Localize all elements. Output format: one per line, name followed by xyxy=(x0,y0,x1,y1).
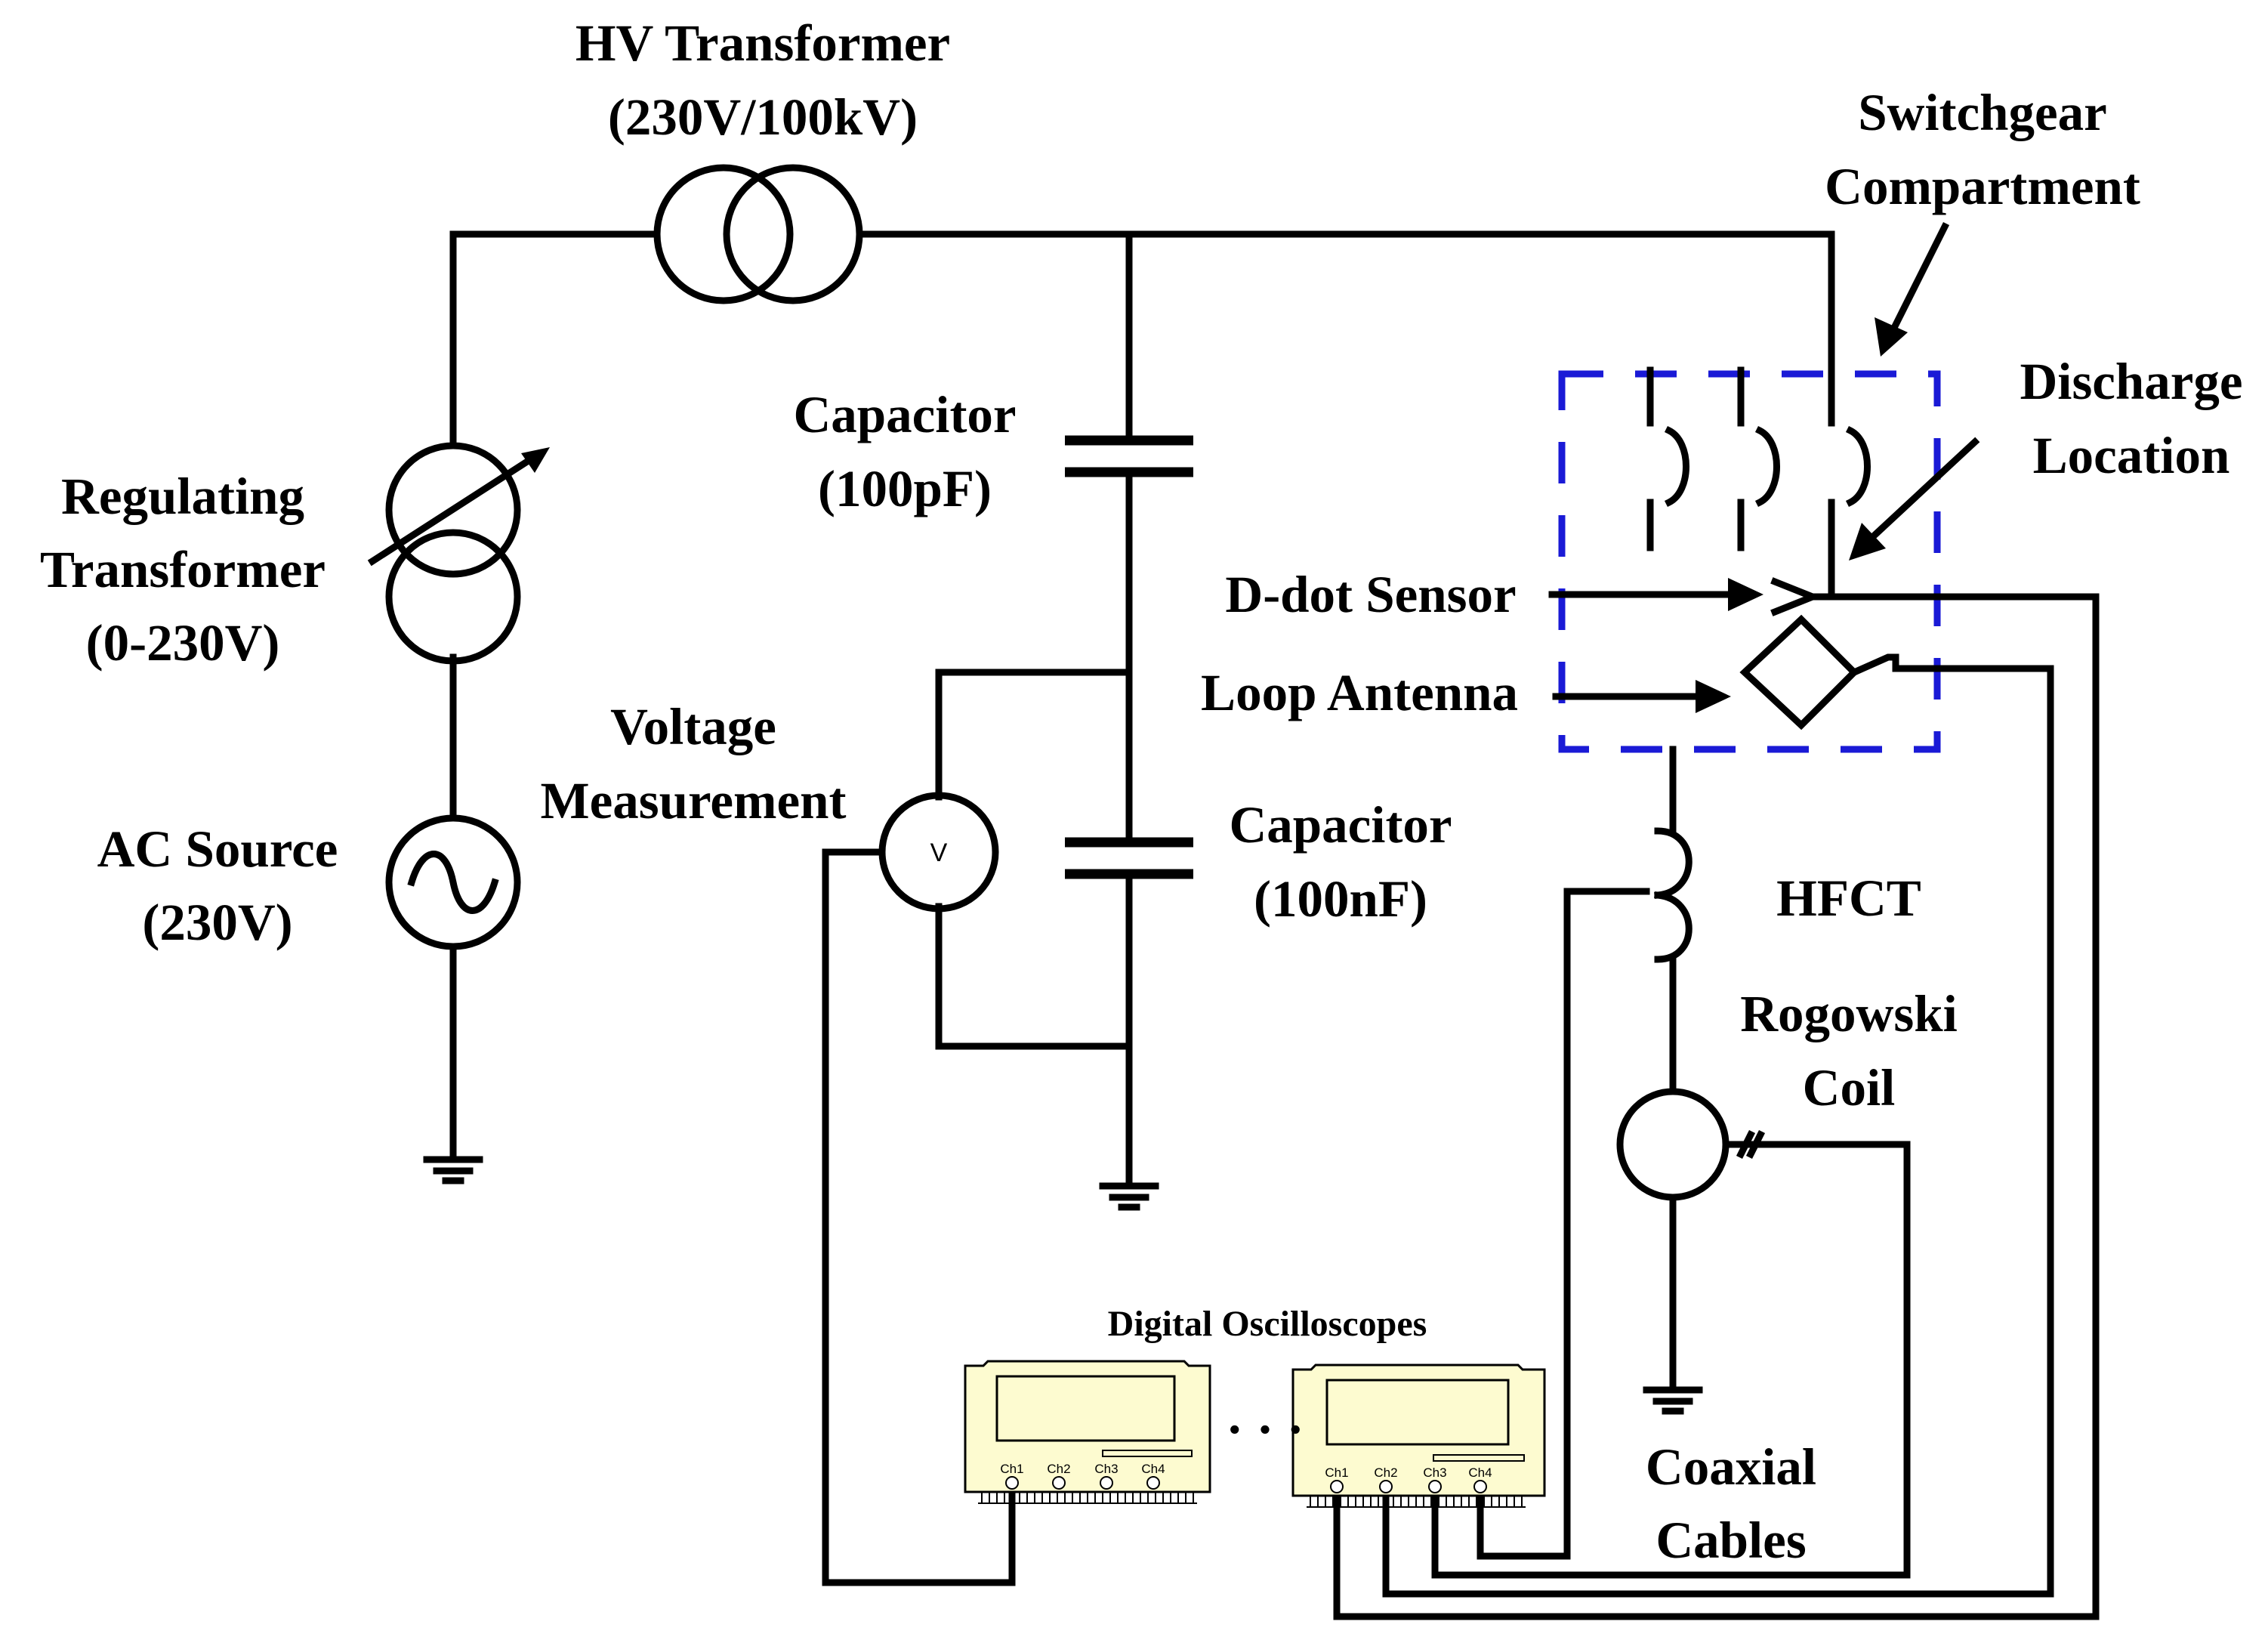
busbar-contacts xyxy=(1646,366,1871,601)
oscilloscope-2: Ch1 Ch2 Ch3 Ch4 xyxy=(1291,1364,1546,1508)
capacitor-100nf-value: (100nF) xyxy=(1254,870,1427,928)
voltmeter-symbol: V xyxy=(878,792,999,913)
osc1-ch4-label: Ch4 xyxy=(1141,1462,1165,1476)
compartment-border xyxy=(1558,370,1941,753)
d-dot-sensor-label: D-dot Sensor xyxy=(1225,566,1516,623)
digital-oscilloscopes-label: Digital Oscilloscopes xyxy=(1108,1304,1427,1344)
osc2-ch3-port[interactable] xyxy=(1428,1480,1442,1493)
hv-transformer-title: HV Transformer xyxy=(575,14,950,72)
oscilloscope-ellipsis: · · · xyxy=(1226,1401,1304,1458)
osc1-ch3-port[interactable] xyxy=(1100,1476,1113,1490)
ground-symbol-source xyxy=(423,1156,483,1184)
ac-source-rating: (230V) xyxy=(142,894,292,951)
loop-antenna-symbol xyxy=(1739,614,1899,730)
ac-source-symbol xyxy=(385,814,521,950)
osc1-ch4-port[interactable] xyxy=(1146,1476,1160,1490)
hv-transformer-rating: (230V/100kV) xyxy=(608,88,918,146)
oscilloscope-1: Ch1 Ch2 Ch3 Ch4 xyxy=(964,1360,1211,1504)
loop-antenna-label: Loop Antenna xyxy=(1201,664,1518,721)
hv-transformer-symbol xyxy=(653,164,863,304)
coaxial-cables-title-2: Cables xyxy=(1655,1512,1806,1569)
text-labels: HV Transformer (230V/100kV) Regulating T… xyxy=(40,14,2243,1569)
d-dot-sensor-symbol xyxy=(1770,577,1822,616)
voltage-measurement-title-2: Measurement xyxy=(541,772,847,829)
coaxial-cables-title: Coaxial xyxy=(1646,1438,1816,1496)
osc2-ch3-label: Ch3 xyxy=(1423,1465,1446,1480)
switchgear-title: Switchgear xyxy=(1858,84,2107,141)
osc2-ch1-port[interactable] xyxy=(1330,1480,1344,1493)
rogowski-title: Rogowski xyxy=(1740,985,1958,1042)
osc1-ch2-label: Ch2 xyxy=(1047,1462,1070,1476)
hfct-symbol xyxy=(1654,827,1693,963)
hfct-label: HFCT xyxy=(1776,869,1921,927)
osc1-ch3-label: Ch3 xyxy=(1094,1462,1118,1476)
osc1-ch1-port[interactable] xyxy=(1005,1476,1019,1490)
oscilloscope-1-screen xyxy=(995,1375,1176,1442)
capacitor-100pf-value: (100pF) xyxy=(818,460,992,517)
osc1-ch2-port[interactable] xyxy=(1052,1476,1066,1490)
voltage-measurement-title: Voltage xyxy=(610,698,776,755)
capacitor-100nf-title: Capacitor xyxy=(1229,796,1452,854)
oscilloscope-1-pins xyxy=(978,1492,1197,1504)
discharge-location-title: Discharge xyxy=(2020,353,2242,410)
annotation-arrows xyxy=(1548,221,1980,713)
capacitor-100pf-symbol xyxy=(1065,435,1193,477)
ac-source-title: AC Source xyxy=(97,820,338,878)
ground-symbol-capacitor xyxy=(1099,1182,1159,1211)
regulating-transformer-rating: (0-230V) xyxy=(86,614,280,672)
osc1-ch1-label: Ch1 xyxy=(1000,1462,1023,1476)
rogowski-title-2: Coil xyxy=(1803,1059,1896,1116)
osc2-ch2-port[interactable] xyxy=(1379,1480,1393,1493)
switchgear-title-2: Compartment xyxy=(1825,158,2140,215)
osc2-ch1-label: Ch1 xyxy=(1325,1465,1348,1480)
oscilloscope-2-screen xyxy=(1325,1379,1510,1446)
osc2-ch2-label: Ch2 xyxy=(1374,1465,1397,1480)
voltmeter-label: V xyxy=(930,838,948,867)
signal-wiring xyxy=(822,593,2100,1620)
rogowski-coil-symbol xyxy=(1616,1088,1766,1201)
capacitor-100pf-title: Capacitor xyxy=(793,386,1016,443)
regulating-transformer-title: Regulating xyxy=(61,468,304,525)
capacitor-100nf-symbol xyxy=(1065,837,1193,879)
oscilloscope-2-pins xyxy=(1307,1496,1526,1508)
regulating-transformer-title-2: Transformer xyxy=(40,541,326,598)
osc2-ch4-label: Ch4 xyxy=(1468,1465,1492,1480)
main-wiring xyxy=(449,230,1835,1190)
discharge-location-title-2: Location xyxy=(2033,427,2230,484)
regulating-transformer-symbol xyxy=(367,442,550,665)
osc2-ch4-port[interactable] xyxy=(1473,1480,1487,1493)
switchgear-compartment xyxy=(1558,366,1941,753)
